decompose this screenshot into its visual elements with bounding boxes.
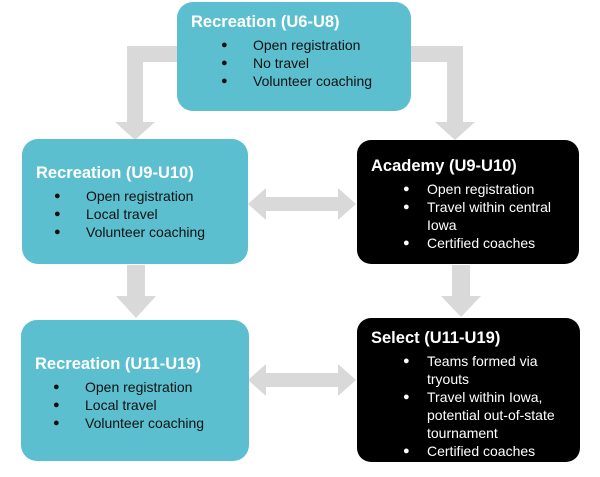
arrow-rec-u11-select	[248, 364, 356, 396]
list-item: ●Open registration	[221, 37, 361, 53]
list-item: ●Open registration	[403, 181, 535, 197]
box-title: Recreation (U6-U8)	[191, 13, 340, 31]
list-item: ●Teams formed via tryouts	[403, 353, 538, 387]
arrow-rec-u6-to-academy	[411, 46, 475, 140]
bullet-icon: ●	[54, 190, 61, 202]
arrow-rec-u9-academy	[248, 188, 356, 220]
bullet-icon: ●	[403, 237, 410, 249]
feature-list: ●Open registration ●Local travel ●Volunt…	[36, 187, 236, 241]
academy-u9-u10-box: Academy (U9-U10) ●Open registration ●Tra…	[357, 140, 579, 264]
bullet-icon: ●	[403, 391, 410, 403]
bullet-icon: ●	[403, 183, 410, 195]
box-title: Recreation (U11-U19)	[35, 355, 201, 373]
select-u11-u19-box: Select (U11-U19) ●Teams formed via tryou…	[357, 318, 580, 462]
list-item: ●Volunteer coaching	[221, 73, 373, 89]
bullet-icon: ●	[221, 57, 228, 69]
recreation-u6-u8-box: Recreation (U6-U8) ●Open registration ●N…	[177, 2, 411, 111]
recreation-u9-u10-box: Recreation (U9-U10) ●Open registration ●…	[22, 139, 248, 264]
list-item: ●Travel within central Iowa	[403, 199, 551, 233]
box-title: Academy (U9-U10)	[371, 157, 517, 175]
list-item: ●Certified coaches	[403, 443, 536, 459]
list-item: ●Travel within Iowa, potential out-of-st…	[403, 389, 555, 441]
box-title: Recreation (U9-U10)	[36, 164, 194, 182]
list-item: ●No travel	[221, 55, 310, 71]
arrow-academy-to-select	[441, 265, 481, 317]
bullet-icon: ●	[53, 381, 60, 393]
recreation-u11-u19-box: Recreation (U11-U19) ●Open registration …	[21, 320, 249, 461]
list-item: ●Certified coaches	[403, 235, 536, 251]
list-item: ●Volunteer coaching	[54, 224, 206, 240]
list-item: ●Volunteer coaching	[53, 415, 205, 431]
bullet-icon: ●	[54, 208, 61, 220]
arrow-rec-u6-to-rec-u9	[115, 46, 177, 140]
list-item: ●Open registration	[54, 188, 194, 204]
list-item: ●Local travel	[53, 397, 157, 413]
bullet-icon: ●	[403, 355, 410, 367]
bullet-icon: ●	[403, 201, 410, 213]
arrow-rec-u9-to-rec-u11	[116, 265, 156, 318]
bullet-icon: ●	[221, 39, 228, 51]
feature-list: ●Teams formed via tryouts ●Travel within…	[371, 352, 568, 460]
feature-list: ●Open registration ●Local travel ●Volunt…	[35, 378, 237, 432]
bullet-icon: ●	[403, 445, 410, 457]
bullet-icon: ●	[53, 417, 60, 429]
box-title: Select (U11-U19)	[371, 329, 501, 347]
list-item: ●Local travel	[54, 206, 158, 222]
list-item: ●Open registration	[53, 379, 193, 395]
bullet-icon: ●	[53, 399, 60, 411]
feature-list: ●Open registration ●No travel ●Volunteer…	[191, 36, 399, 90]
bullet-icon: ●	[221, 75, 228, 87]
feature-list: ●Open registration ●Travel within centra…	[371, 180, 567, 252]
bullet-icon: ●	[54, 226, 61, 238]
